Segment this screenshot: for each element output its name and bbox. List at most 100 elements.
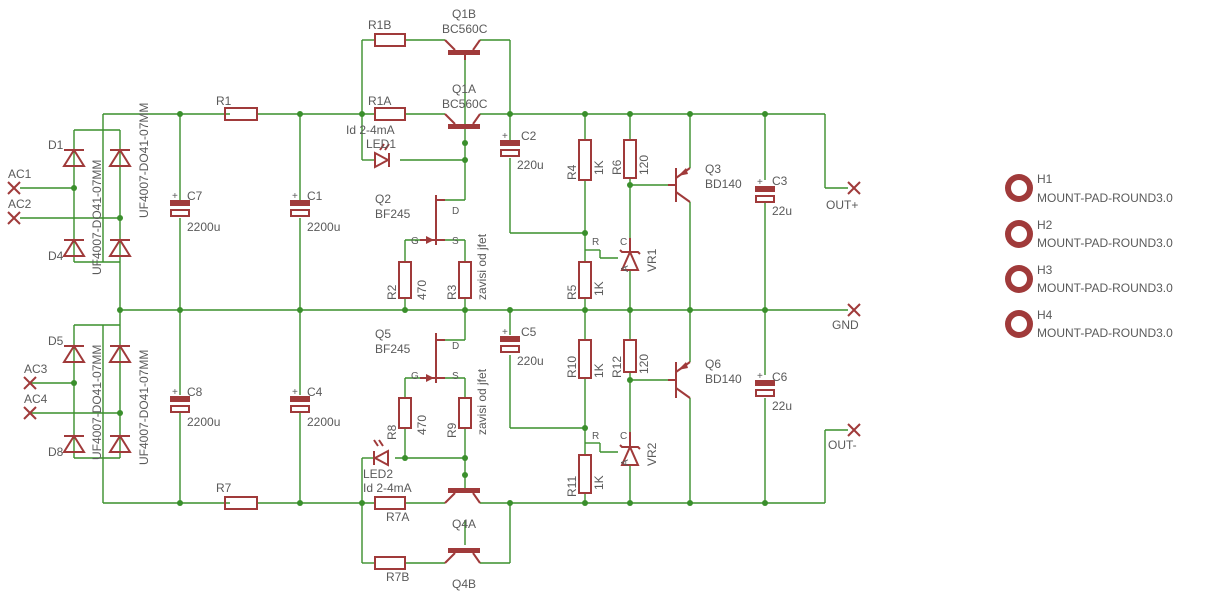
svg-text:+: + bbox=[292, 387, 298, 398]
transistor-q1a bbox=[444, 113, 481, 129]
label-q2-source: S bbox=[452, 236, 459, 247]
label-led1: LED1 bbox=[366, 137, 396, 151]
label-r12: R12 bbox=[610, 356, 624, 378]
label-q2-drain: D bbox=[452, 206, 459, 217]
svg-text:+: + bbox=[502, 327, 508, 338]
connector-outp bbox=[847, 181, 861, 195]
label-led2: LED2 bbox=[363, 467, 393, 481]
label-vr1-r: R bbox=[592, 237, 599, 248]
label-r9-value: zavisi od jfet bbox=[475, 368, 489, 435]
connector-gnd bbox=[847, 303, 861, 317]
label-r1a: R1A bbox=[368, 94, 391, 108]
label-c2-value: 220u bbox=[517, 158, 544, 172]
label-ac3: AC3 bbox=[24, 362, 48, 376]
label-r3: R3 bbox=[445, 284, 459, 300]
resistor-r11 bbox=[578, 454, 592, 494]
resistor-r7a bbox=[374, 496, 406, 510]
resistor-r8 bbox=[398, 397, 412, 429]
label-d8: D8 bbox=[48, 445, 64, 459]
label-r8: R8 bbox=[385, 424, 399, 440]
label-vr1-a: A bbox=[620, 265, 631, 272]
label-q1a-value: BC560C bbox=[442, 97, 488, 111]
resistor-r10 bbox=[578, 339, 592, 379]
label-c7: C7 bbox=[187, 189, 203, 203]
label-c3: C3 bbox=[772, 174, 788, 188]
label-q3: Q3 bbox=[705, 162, 721, 176]
transistor-q4a bbox=[444, 488, 481, 504]
resistor-r7b bbox=[374, 556, 406, 570]
label-ac2: AC2 bbox=[8, 197, 32, 211]
label-r11-value: 1K bbox=[592, 475, 606, 490]
connector-ac4 bbox=[23, 406, 37, 420]
resistor-r3 bbox=[458, 261, 472, 299]
diode-d8 bbox=[62, 434, 86, 453]
transistor-q6 bbox=[668, 361, 691, 399]
diode-d1b bbox=[108, 148, 132, 167]
cap-c4: + bbox=[290, 387, 310, 413]
resistor-r1a bbox=[374, 107, 406, 121]
label-r10-value: 1K bbox=[592, 363, 606, 378]
label-r1: R1 bbox=[216, 94, 232, 108]
label-q5-drain: D bbox=[452, 341, 459, 352]
resistor-r6 bbox=[623, 139, 637, 179]
svg-text:+: + bbox=[292, 191, 298, 202]
label-gnd: GND bbox=[832, 318, 859, 332]
label-q5-source: S bbox=[452, 371, 459, 382]
label-q5: Q5 bbox=[375, 327, 391, 341]
label-r6-value: 120 bbox=[637, 155, 651, 175]
label-q6-value: BD140 bbox=[705, 372, 742, 386]
label-vr2-a: A bbox=[620, 459, 631, 466]
label-q2-value: BF245 bbox=[375, 207, 411, 221]
svg-text:+: + bbox=[502, 131, 508, 142]
resistor-r5 bbox=[578, 261, 592, 299]
diode-d4 bbox=[62, 238, 86, 257]
label-r4-value: 1K bbox=[592, 160, 606, 175]
label-h1: H1 bbox=[1037, 172, 1053, 186]
led2 bbox=[372, 439, 389, 467]
connector-outm bbox=[847, 423, 861, 437]
mount-pad-h1 bbox=[1005, 174, 1033, 202]
label-r10: R10 bbox=[565, 356, 579, 378]
diode-d5b bbox=[108, 344, 132, 363]
svg-text:+: + bbox=[172, 191, 178, 202]
label-r7b: R7B bbox=[386, 570, 409, 584]
label-r3-value: zavisi od jfet bbox=[475, 233, 489, 300]
jfet-q5 bbox=[420, 333, 445, 383]
resistor-r2 bbox=[398, 261, 412, 299]
label-vr1-c: C bbox=[620, 237, 627, 248]
label-r7: R7 bbox=[216, 481, 232, 495]
label-c6-value: 22u bbox=[772, 399, 792, 413]
label-id-top: Id 2-4mA bbox=[346, 123, 395, 137]
label-diode-value-3: UF4007-DO41-07MM bbox=[90, 345, 104, 460]
led1 bbox=[374, 143, 391, 169]
diode-d5 bbox=[62, 344, 86, 363]
label-q1a: Q1A bbox=[452, 82, 476, 96]
label-c3-value: 22u bbox=[772, 204, 792, 218]
resistor-r1b bbox=[374, 33, 406, 47]
label-d1: D1 bbox=[48, 138, 64, 152]
label-r4: R4 bbox=[565, 164, 579, 180]
zener-vr2 bbox=[619, 432, 641, 466]
label-outp: OUT+ bbox=[826, 198, 858, 212]
cap-c2: + bbox=[500, 131, 520, 157]
label-r2-value: 470 bbox=[415, 280, 429, 300]
transistor-q4b bbox=[444, 548, 481, 564]
cap-c3: + bbox=[755, 177, 775, 203]
label-h1-value: MOUNT-PAD-ROUND3.0 bbox=[1037, 191, 1173, 205]
resistor-r9 bbox=[458, 397, 472, 429]
label-r8-value: 470 bbox=[415, 415, 429, 435]
cap-c5: + bbox=[500, 327, 520, 353]
label-r5: R5 bbox=[565, 284, 579, 300]
label-q2: Q2 bbox=[375, 192, 391, 206]
label-q5-value: BF245 bbox=[375, 342, 411, 356]
label-diode-value-2: UF4007-DO41-07MM bbox=[137, 103, 151, 218]
label-c4: C4 bbox=[307, 385, 323, 399]
connector-ac3 bbox=[23, 376, 37, 390]
label-id-bot: Id 2-4mA bbox=[363, 481, 412, 495]
label-c6: C6 bbox=[772, 370, 788, 384]
label-r12-value: 120 bbox=[637, 354, 651, 374]
label-r6: R6 bbox=[610, 159, 624, 175]
label-vr2-c: C bbox=[620, 431, 627, 442]
diode-d8b bbox=[108, 434, 132, 453]
